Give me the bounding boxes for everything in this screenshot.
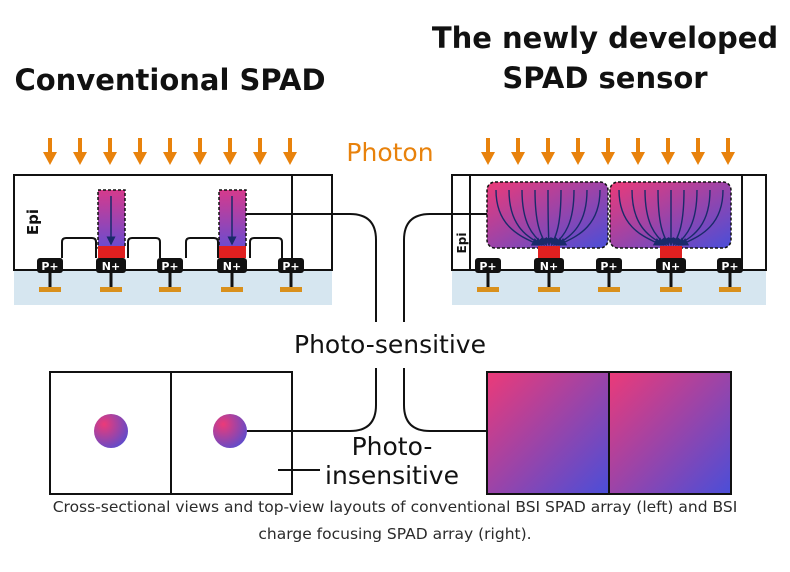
n-plus-contact: N+: [96, 258, 126, 292]
epi-region-left: [13, 174, 333, 271]
n-plus-contact: N+: [534, 258, 564, 292]
callout-line-left-pillar: [246, 213, 377, 322]
title-conventional-spad: Conventional SPAD: [14, 63, 325, 97]
photon-arrow-icon: [601, 138, 615, 165]
caption-line-2: charge focusing SPAD array (right).: [258, 525, 532, 543]
photon-arrow-icon: [721, 138, 735, 165]
photo-insensitive-label-line2: insensitive: [325, 461, 459, 490]
photon-arrow-icon: [481, 138, 495, 165]
photon-arrow-icon: [511, 138, 525, 165]
field-line: [544, 189, 553, 247]
conventional-cross-section: Epi P+ N+ P+ N+ P+: [13, 174, 333, 305]
p-plus-contact: P+: [278, 258, 304, 292]
photon-arrow-icon: [43, 138, 57, 165]
p-plus-contact: P+: [717, 258, 743, 292]
n-plus-red-region: [98, 246, 125, 258]
photo-insensitive-label-line1: Photo-: [352, 432, 433, 461]
contact-label: P+: [282, 260, 299, 273]
photon-arrow-icon: [133, 138, 147, 165]
photon-arrow-icon: [283, 138, 297, 165]
callout-line-left-dot: [247, 368, 377, 432]
epi-label-right: Epi: [455, 233, 469, 254]
p-plus-contact: P+: [475, 258, 501, 292]
p-plus-contact: P+: [37, 258, 63, 292]
new-sensor-cross-section: Epi P+ N+ P+ N+ P+: [451, 174, 767, 305]
photon-arrows-left: [43, 138, 297, 165]
field-line: [672, 189, 685, 247]
junction-bump: [249, 237, 283, 258]
n-plus-red-region: [219, 246, 246, 258]
new-sensor-top-view: [486, 371, 732, 495]
photon-arrow-icon: [253, 138, 267, 165]
photon-arrow-icon: [571, 138, 585, 165]
title-new-spad-line1: The newly developed: [432, 21, 778, 55]
photon-arrow-icon: [223, 138, 237, 165]
junction-bump: [127, 237, 161, 258]
contact-label: P+: [600, 260, 617, 273]
contact-label: N+: [102, 260, 120, 273]
contact-label: N+: [223, 260, 241, 273]
conventional-top-view: [49, 371, 293, 495]
photon-arrow-icon: [73, 138, 87, 165]
n-plus-red-region: [660, 246, 682, 258]
contact-label: P+: [479, 260, 496, 273]
contact-label: P+: [41, 260, 58, 273]
p-plus-contact: P+: [157, 258, 183, 292]
photon-label: Photon: [346, 138, 433, 167]
photon-arrow-icon: [541, 138, 555, 165]
junction-bump: [185, 237, 219, 258]
callout-line-right-region: [403, 213, 487, 322]
photon-arrow-icon: [661, 138, 675, 165]
photon-arrow-icon: [691, 138, 705, 165]
electric-field-lines: [495, 189, 724, 247]
pixel-cell-full: [608, 371, 732, 495]
sensitive-dot: [94, 414, 128, 448]
field-line: [550, 189, 562, 247]
contact-label: N+: [540, 260, 558, 273]
callout-lines: [246, 213, 487, 471]
title-new-spad-line2: SPAD sensor: [502, 61, 708, 95]
contact-label: P+: [721, 260, 738, 273]
photon-arrow-icon: [193, 138, 207, 165]
caption-line-1: Cross-sectional views and top-view layou…: [52, 498, 738, 516]
field-line: [679, 189, 724, 246]
photon-arrows-right: [481, 138, 735, 165]
contact-label: P+: [161, 260, 178, 273]
n-plus-red-region: [538, 246, 560, 258]
figure-caption: Cross-sectional views and top-view layou…: [0, 494, 790, 548]
contact-label: N+: [662, 260, 680, 273]
photon-arrow-icon: [103, 138, 117, 165]
sensitive-dot: [213, 414, 247, 448]
n-plus-contact: N+: [217, 258, 247, 292]
junction-bump: [61, 237, 97, 258]
field-line: [557, 189, 601, 246]
photon-arrow-icon: [631, 138, 645, 165]
callout-line-right-cell: [403, 368, 487, 432]
epi-label-left: Epi: [24, 209, 42, 235]
photon-arrow-icon: [163, 138, 177, 165]
photo-sensitive-label: Photo-sensitive: [294, 330, 486, 359]
p-plus-contact: P+: [596, 258, 622, 292]
pixel-cell-full: [486, 371, 610, 495]
n-plus-contact: N+: [656, 258, 686, 292]
